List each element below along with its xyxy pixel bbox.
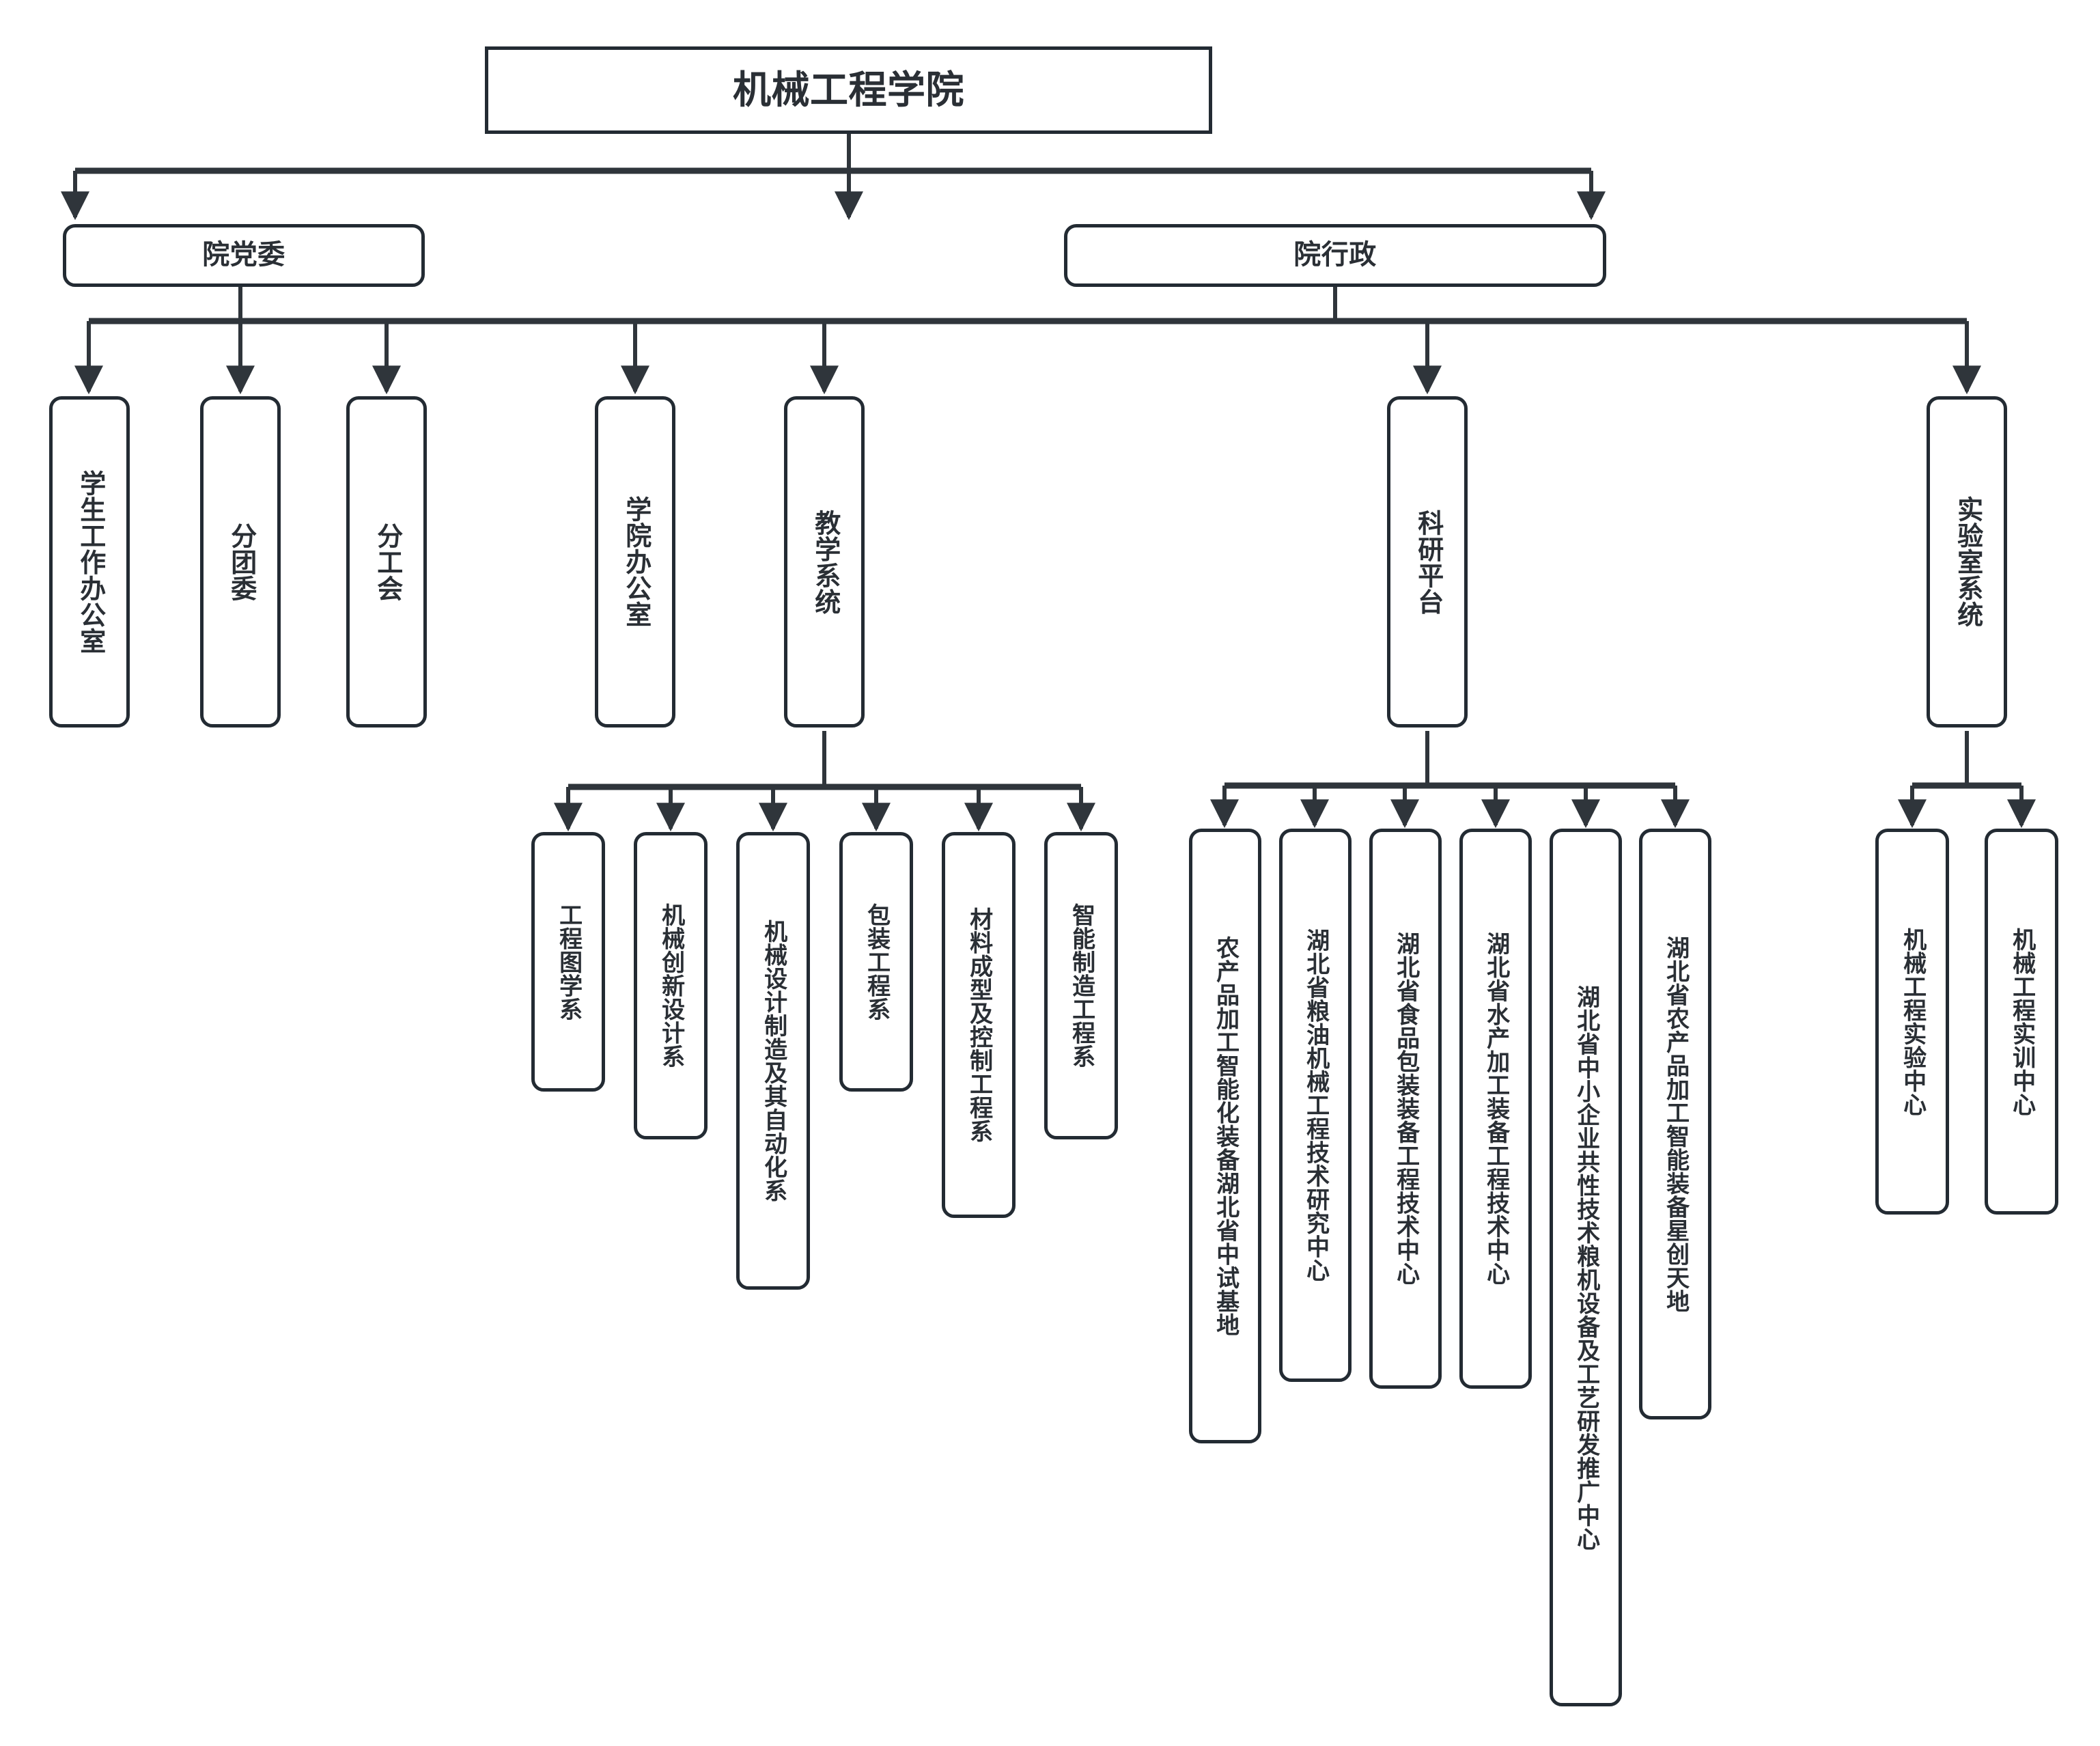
node-dept-mechanical-innovation-design[interactable]: 机械创新设计系 xyxy=(634,832,708,1139)
node-root[interactable]: 机械工程学院 xyxy=(485,46,1212,134)
node-youth-league-branch-label: 分团委 xyxy=(226,522,255,602)
node-party-committee[interactable]: 院党委 xyxy=(63,224,425,287)
node-research-platform-label: 科研平台 xyxy=(1413,509,1442,615)
node-dept-packaging-engineering[interactable]: 包装工程系 xyxy=(839,832,913,1092)
node-college-office[interactable]: 学院办公室 xyxy=(595,396,675,728)
node-rp-aquatic-processing-center-label: 湖北省水产加工装备工程技术中心 xyxy=(1483,932,1509,1286)
node-dept-mechanical-design-manufacturing-label: 机械设计制造及其自动化系 xyxy=(760,919,787,1202)
node-teaching-system[interactable]: 教学系统 xyxy=(784,396,865,728)
node-administration[interactable]: 院行政 xyxy=(1064,224,1606,287)
node-dept-engineering-graphics[interactable]: 工程图学系 xyxy=(531,832,605,1092)
node-lab-training-center-label: 机械工程实训中心 xyxy=(2008,927,2035,1116)
node-dept-material-forming-control[interactable]: 材料成型及控制工程系 xyxy=(942,832,1016,1218)
node-dept-intelligent-manufacturing[interactable]: 智能制造工程系 xyxy=(1044,832,1118,1139)
node-rp-grain-oil-machinery-center-label: 湖北省粮油机械工程技术研究中心 xyxy=(1302,928,1329,1282)
node-rp-star-creation-space-label: 湖北省农产品加工智能装备星创天地 xyxy=(1662,935,1689,1313)
node-research-platform[interactable]: 科研平台 xyxy=(1387,396,1468,728)
node-dept-intelligent-manufacturing-label: 智能制造工程系 xyxy=(1068,903,1095,1068)
node-dept-engineering-graphics-label: 工程图学系 xyxy=(555,902,582,1021)
node-student-affairs-office-label: 学生工作办公室 xyxy=(75,469,104,654)
node-rp-sme-common-technology-center[interactable]: 湖北省中小企业共性技术粮机设备及工艺研发推广中心 xyxy=(1550,829,1622,1706)
node-rp-sme-common-technology-center-label: 湖北省中小企业共性技术粮机设备及工艺研发推广中心 xyxy=(1573,984,1599,1551)
node-labor-union-branch[interactable]: 分工会 xyxy=(346,396,427,728)
node-rp-star-creation-space[interactable]: 湖北省农产品加工智能装备星创天地 xyxy=(1639,829,1711,1419)
node-teaching-system-label: 教学系统 xyxy=(810,509,839,615)
node-college-office-label: 学院办公室 xyxy=(621,496,650,628)
node-rp-agricultural-pilot-base-label: 农产品加工智能化装备湖北省中试基地 xyxy=(1212,935,1239,1337)
node-party-committee-label: 院党委 xyxy=(202,240,285,271)
node-dept-mechanical-design-manufacturing[interactable]: 机械设计制造及其自动化系 xyxy=(736,832,810,1290)
node-lab-experiment-center-label: 机械工程实验中心 xyxy=(1899,927,1926,1116)
node-labor-union-branch-label: 分工会 xyxy=(372,522,402,602)
node-dept-packaging-engineering-label: 包装工程系 xyxy=(863,902,890,1021)
node-rp-food-packaging-center[interactable]: 湖北省食品包装装备工程技术中心 xyxy=(1369,829,1442,1389)
node-root-label: 机械工程学院 xyxy=(733,68,964,111)
node-youth-league-branch[interactable]: 分团委 xyxy=(200,396,281,728)
node-dept-mechanical-innovation-design-label: 机械创新设计系 xyxy=(658,903,684,1068)
node-administration-label: 院行政 xyxy=(1293,240,1377,271)
node-rp-food-packaging-center-label: 湖北省食品包装装备工程技术中心 xyxy=(1392,932,1419,1286)
node-lab-training-center[interactable]: 机械工程实训中心 xyxy=(1985,829,2058,1215)
node-lab-experiment-center[interactable]: 机械工程实验中心 xyxy=(1875,829,1949,1215)
node-laboratory-system-label: 实验室系统 xyxy=(1952,496,1982,628)
node-rp-agricultural-pilot-base[interactable]: 农产品加工智能化装备湖北省中试基地 xyxy=(1189,829,1261,1443)
node-dept-material-forming-control-label: 材料成型及控制工程系 xyxy=(966,907,992,1143)
node-laboratory-system[interactable]: 实验室系统 xyxy=(1927,396,2007,728)
node-rp-grain-oil-machinery-center[interactable]: 湖北省粮油机械工程技术研究中心 xyxy=(1279,829,1352,1382)
node-student-affairs-office[interactable]: 学生工作办公室 xyxy=(49,396,130,728)
node-rp-aquatic-processing-center[interactable]: 湖北省水产加工装备工程技术中心 xyxy=(1459,829,1532,1389)
